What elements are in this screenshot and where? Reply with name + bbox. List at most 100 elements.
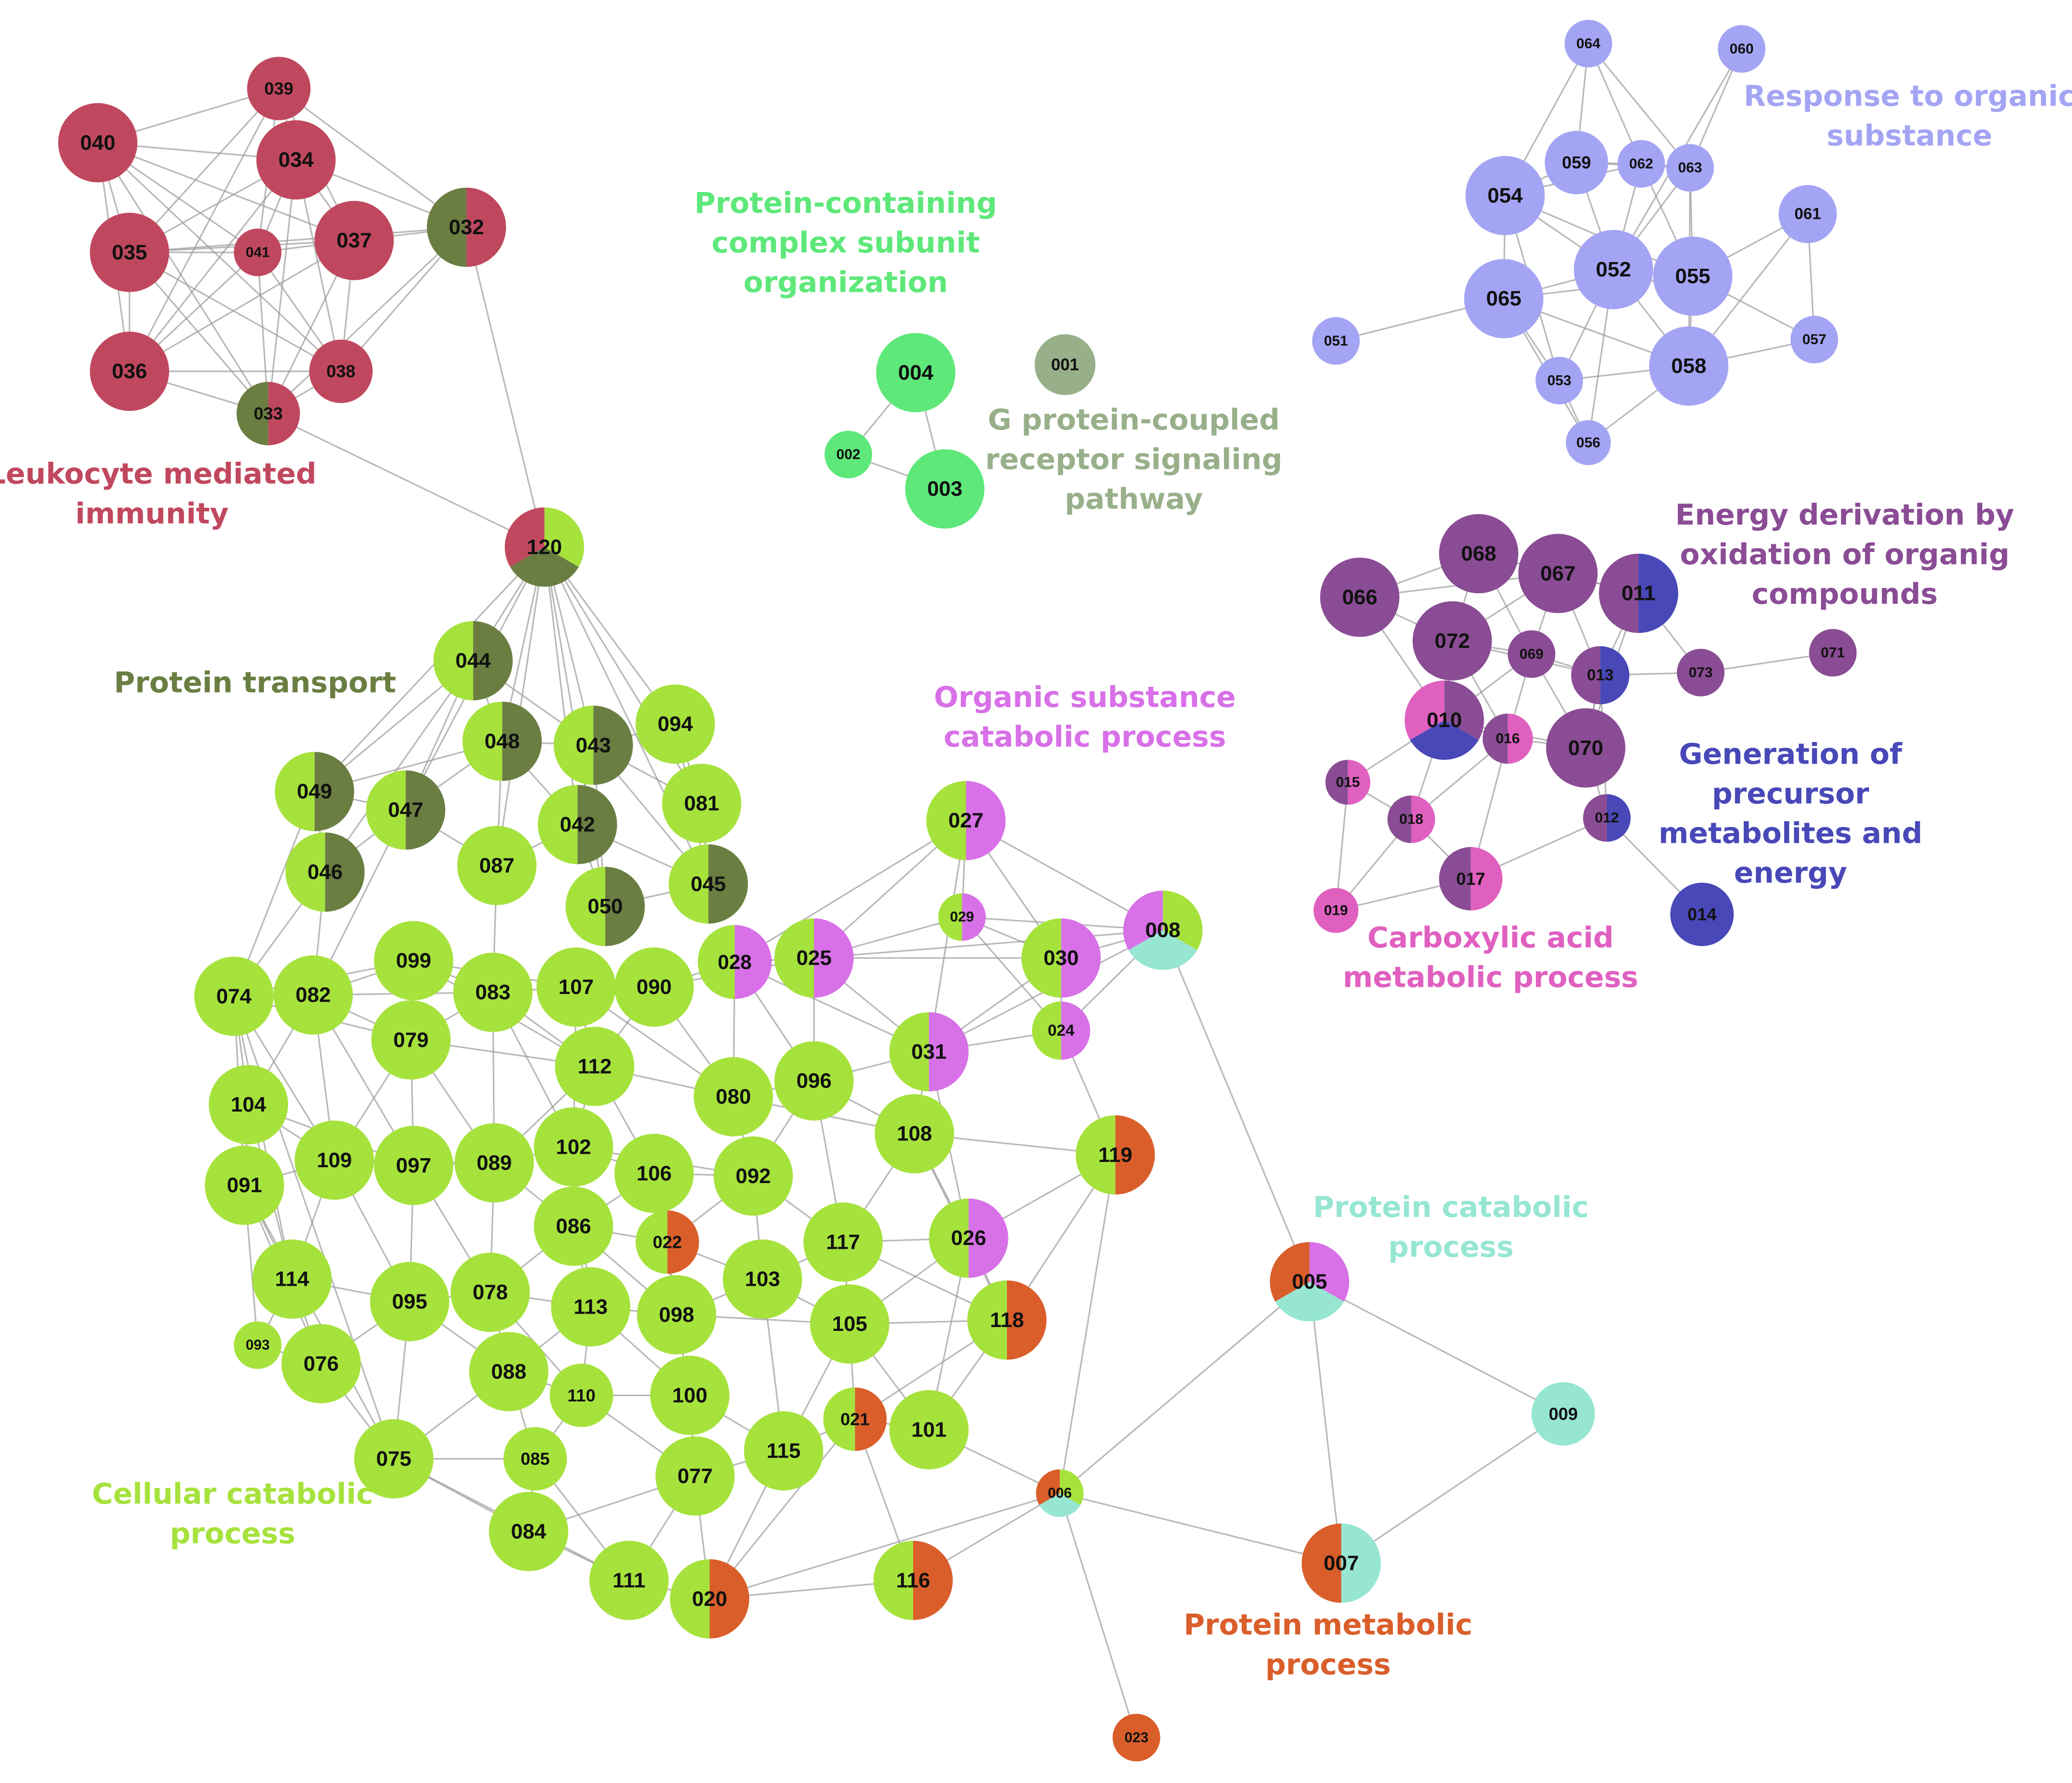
node-012[interactable]: 012	[1583, 794, 1631, 842]
node-093[interactable]: 093	[234, 1321, 282, 1369]
node-114[interactable]: 114	[252, 1239, 332, 1319]
node-059[interactable]: 059	[1545, 131, 1608, 194]
node-053[interactable]: 053	[1535, 357, 1583, 405]
node-119[interactable]: 119	[1076, 1115, 1155, 1195]
node-057[interactable]: 057	[1790, 316, 1838, 364]
node-050[interactable]: 050	[565, 867, 645, 946]
node-008[interactable]: 008	[1123, 890, 1203, 970]
node-020[interactable]: 020	[670, 1559, 750, 1639]
node-064[interactable]: 064	[1564, 20, 1612, 68]
node-085[interactable]: 085	[503, 1427, 567, 1491]
node-068[interactable]: 068	[1439, 514, 1519, 594]
node-055[interactable]: 055	[1653, 236, 1733, 316]
node-047[interactable]: 047	[366, 770, 445, 850]
node-042[interactable]: 042	[538, 785, 617, 864]
node-108[interactable]: 108	[874, 1094, 954, 1173]
node-014[interactable]: 014	[1670, 883, 1734, 946]
node-033[interactable]: 033	[236, 382, 300, 445]
node-030[interactable]: 030	[1021, 918, 1101, 998]
node-118[interactable]: 118	[967, 1280, 1047, 1360]
node-103[interactable]: 103	[722, 1239, 802, 1319]
node-082[interactable]: 082	[273, 955, 353, 1035]
node-077[interactable]: 077	[655, 1436, 735, 1516]
node-051[interactable]: 051	[1312, 317, 1360, 365]
node-009[interactable]: 009	[1531, 1382, 1595, 1446]
node-043[interactable]: 043	[553, 706, 633, 785]
node-066[interactable]: 066	[1320, 557, 1400, 637]
node-101[interactable]: 101	[889, 1390, 969, 1470]
node-036[interactable]: 036	[90, 332, 169, 411]
node-038[interactable]: 038	[309, 339, 373, 403]
node-073[interactable]: 073	[1677, 648, 1725, 696]
node-099[interactable]: 099	[374, 921, 454, 1001]
node-023[interactable]: 023	[1113, 1713, 1161, 1762]
node-076[interactable]: 076	[281, 1324, 361, 1403]
node-056[interactable]: 056	[1566, 420, 1611, 466]
node-083[interactable]: 083	[453, 953, 533, 1032]
node-095[interactable]: 095	[370, 1262, 450, 1341]
node-117[interactable]: 117	[803, 1202, 883, 1282]
node-111[interactable]: 111	[589, 1541, 669, 1620]
node-072[interactable]: 072	[1413, 601, 1492, 681]
node-071[interactable]: 071	[1809, 629, 1857, 677]
node-024[interactable]: 024	[1032, 1001, 1090, 1060]
node-063[interactable]: 063	[1666, 144, 1714, 192]
node-084[interactable]: 084	[489, 1492, 568, 1571]
node-011[interactable]: 011	[1599, 553, 1678, 633]
node-019[interactable]: 019	[1313, 888, 1359, 933]
node-062[interactable]: 062	[1617, 140, 1665, 188]
node-087[interactable]: 087	[457, 826, 537, 905]
node-039[interactable]: 039	[247, 57, 311, 120]
node-080[interactable]: 080	[694, 1057, 773, 1137]
node-106[interactable]: 106	[614, 1134, 694, 1213]
node-067[interactable]: 067	[1518, 534, 1598, 613]
node-007[interactable]: 007	[1302, 1523, 1381, 1603]
node-115[interactable]: 115	[744, 1411, 824, 1491]
node-089[interactable]: 089	[455, 1123, 534, 1203]
node-021[interactable]: 021	[823, 1387, 887, 1451]
node-094[interactable]: 094	[635, 684, 715, 764]
node-049[interactable]: 049	[275, 752, 354, 831]
node-027[interactable]: 027	[926, 781, 1006, 861]
node-060[interactable]: 060	[1718, 25, 1766, 73]
node-044[interactable]: 044	[433, 621, 513, 701]
node-026[interactable]: 026	[929, 1198, 1008, 1278]
node-086[interactable]: 086	[534, 1186, 613, 1266]
node-058[interactable]: 058	[1649, 326, 1729, 406]
node-028[interactable]: 028	[697, 925, 772, 999]
node-004[interactable]: 004	[876, 333, 956, 412]
node-045[interactable]: 045	[669, 844, 748, 924]
node-109[interactable]: 109	[294, 1120, 374, 1200]
node-002[interactable]: 002	[824, 431, 873, 479]
node-025[interactable]: 025	[774, 918, 854, 998]
node-001[interactable]: 001	[1034, 334, 1096, 395]
node-054[interactable]: 054	[1465, 156, 1545, 236]
node-098[interactable]: 098	[637, 1275, 717, 1355]
node-018[interactable]: 018	[1387, 795, 1435, 843]
node-010[interactable]: 010	[1404, 680, 1484, 760]
node-052[interactable]: 052	[1574, 230, 1653, 310]
node-075[interactable]: 075	[354, 1419, 434, 1499]
node-092[interactable]: 092	[713, 1136, 793, 1216]
node-116[interactable]: 116	[873, 1541, 953, 1620]
node-048[interactable]: 048	[462, 701, 542, 781]
node-065[interactable]: 065	[1464, 259, 1544, 338]
node-107[interactable]: 107	[536, 947, 616, 1027]
node-088[interactable]: 088	[469, 1332, 549, 1412]
node-031[interactable]: 031	[889, 1012, 969, 1092]
node-032[interactable]: 032	[427, 187, 506, 267]
node-120[interactable]: 120	[504, 507, 584, 587]
node-040[interactable]: 040	[58, 103, 138, 182]
node-104[interactable]: 104	[209, 1065, 288, 1145]
node-069[interactable]: 069	[1508, 630, 1556, 678]
node-037[interactable]: 037	[314, 201, 394, 280]
node-110[interactable]: 110	[550, 1364, 613, 1427]
node-090[interactable]: 090	[614, 947, 694, 1027]
node-017[interactable]: 017	[1439, 847, 1503, 910]
node-112[interactable]: 112	[555, 1027, 635, 1106]
node-096[interactable]: 096	[774, 1041, 854, 1121]
node-070[interactable]: 070	[1546, 708, 1626, 788]
node-034[interactable]: 034	[256, 120, 336, 200]
node-081[interactable]: 081	[662, 764, 742, 843]
node-015[interactable]: 015	[1325, 760, 1371, 805]
